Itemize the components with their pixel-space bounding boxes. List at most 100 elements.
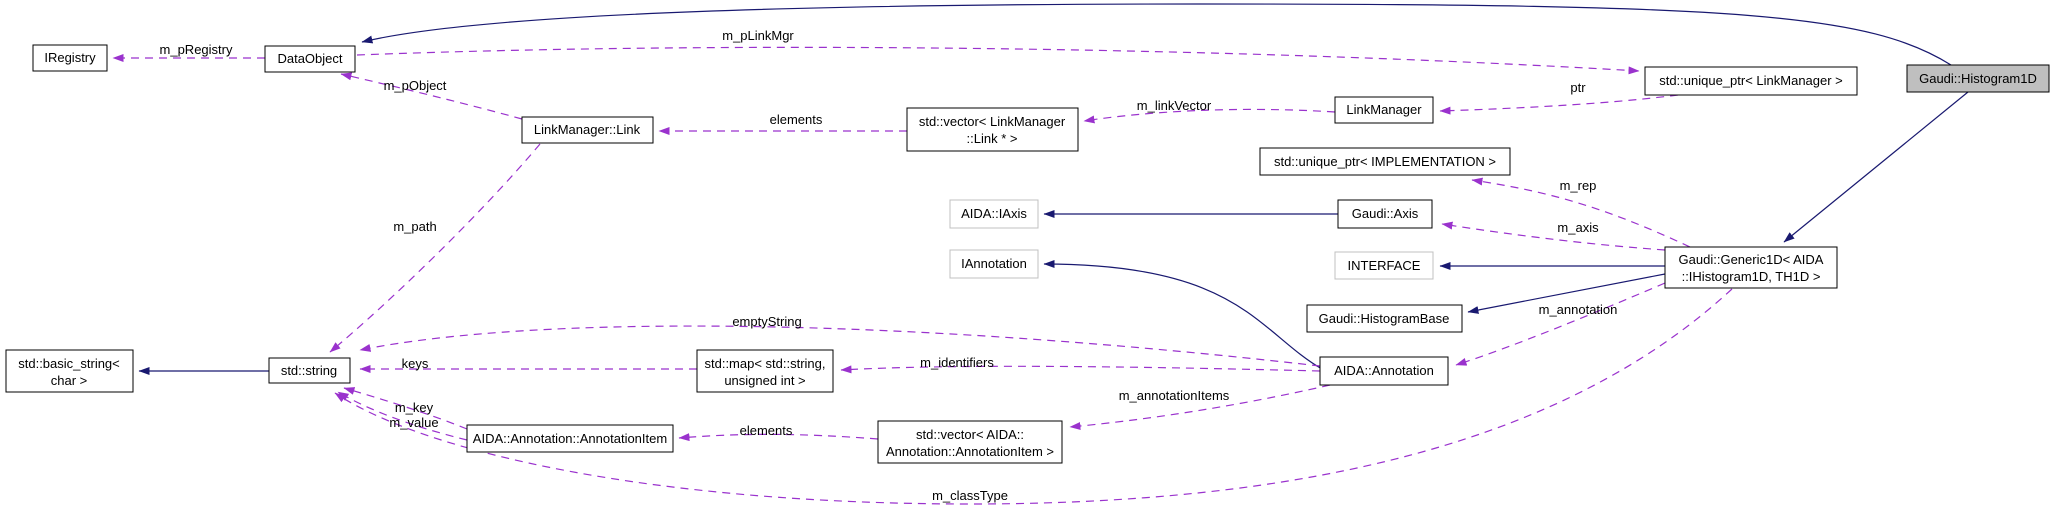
edge-histogram1d-generic1d [1783,91,1969,243]
edge-label-elements-items: elements [740,423,793,438]
node-box [949,249,1039,279]
edge-label-m-key: m_key [395,400,434,415]
edge-label-keys: keys [402,356,429,371]
edge-histogram1d-dataobject [361,3,1952,66]
node-linkmanager[interactable]: LinkManager [1334,96,1434,124]
node-aida-annotation[interactable]: AIDA::Annotation [1319,356,1449,386]
edge-item-string-mvalue [337,391,468,441]
node-box [1334,251,1434,280]
edge-label-m-annotation: m_annotation [1539,302,1618,317]
node-std-map[interactable]: std::map< std::string, unsigned int > [696,349,834,393]
node-iregistry[interactable]: IRegistry [32,44,108,72]
edge-annotation-vector-items [1069,384,1331,431]
node-label-line1: std::map< std::string, [704,356,825,371]
edge-label-elements-links: elements [770,112,823,127]
node-box [949,199,1039,229]
edge-label-m-value: m_value [389,415,438,430]
node-label: IRegistry [44,50,96,65]
node-box [1906,64,2050,93]
node-interface[interactable]: INTERFACE [1334,251,1434,280]
inheritance-edges [138,3,1969,375]
edge-annotation-map [840,365,1321,374]
node-label: Gaudi::Histogram1D [1919,71,2037,86]
node-label: Gaudi::HistogramBase [1319,311,1450,326]
node-box [5,349,134,393]
edge-generic1d-string-classtype [334,288,1733,505]
edge-label-m-pobject: m_pObject [384,78,447,93]
node-box [521,116,654,144]
edge-label-m-axis: m_axis [1557,220,1599,235]
node-box [906,107,1079,152]
node-box [32,44,108,72]
node-gaudi-histogrambase[interactable]: Gaudi::HistogramBase [1306,304,1463,333]
node-box [1334,96,1434,124]
edge-label-m-classtype: m_classType [932,488,1008,503]
node-gaudi-axis[interactable]: Gaudi::Axis [1337,199,1433,229]
node-iannotation[interactable]: IAnnotation [949,249,1039,279]
node-label-line2: char > [51,373,88,388]
node-unique-ptr-implementation[interactable]: std::unique_ptr< IMPLEMENTATION > [1259,147,1511,176]
node-dataobject[interactable]: DataObject [264,45,356,73]
node-vector-linkmanager-link[interactable]: std::vector< LinkManager ::Link * > [906,107,1079,152]
node-label: std::unique_ptr< LinkManager > [1659,73,1843,88]
edge-label-m-plinkmgr: m_pLinkMgr [722,28,794,43]
node-aida-iaxis[interactable]: AIDA::IAxis [949,199,1039,229]
usage-edges [112,46,1733,505]
edge-item-string-mkey [343,387,468,430]
edge-generic1d-axis [1441,221,1666,251]
edge-vector-items-item [678,433,879,442]
edge-label-m-path: m_path [393,219,436,234]
node-label: AIDA::Annotation [1334,363,1434,378]
node-annotation-item[interactable]: AIDA::Annotation::AnnotationItem [466,424,674,453]
edge-label-m-rep: m_rep [1560,178,1597,193]
node-label-line1: std::vector< LinkManager [919,114,1066,129]
node-box [1259,147,1511,176]
node-label: AIDA::IAxis [961,206,1027,221]
node-label-line1: std::vector< AIDA:: [916,427,1024,442]
node-box [1306,304,1463,333]
edge-linkmanager-vector [1083,108,1336,124]
node-label: std::string [281,363,337,378]
node-label-line2: unsigned int > [724,373,805,388]
edge-generic1d-histogrambase [1467,273,1666,314]
node-linkmanager-link[interactable]: LinkManager::Link [521,116,654,144]
edge-label-m-annotationitems: m_annotationItems [1119,388,1230,403]
node-label-line2: Annotation::AnnotationItem > [886,444,1054,459]
node-box [877,420,1063,464]
edge-uniqueptr-linkmanager [1439,94,1679,115]
node-gaudi-histogram1d[interactable]: Gaudi::Histogram1D [1906,64,2050,93]
edge-dataobject-uniqueptr-linkmgr [356,46,1640,75]
node-label: INTERFACE [1348,258,1421,273]
node-std-basic-string[interactable]: std::basic_string< char > [5,349,134,393]
node-gaudi-generic1d[interactable]: Gaudi::Generic1D< AIDA ::IHistogram1D, T… [1664,246,1838,289]
node-box [1664,246,1838,289]
node-box [1319,356,1449,386]
node-box [268,357,351,384]
node-label: IAnnotation [961,256,1027,271]
node-label: DataObject [277,51,342,66]
node-label: LinkManager [1346,102,1422,117]
node-label-line2: ::Link * > [967,131,1018,146]
edge-annotation-string-emptystring [359,325,1321,367]
node-box [696,349,834,393]
edge-link-string [329,143,541,353]
node-label-line2: ::IHistogram1D, TH1D > [1682,269,1821,284]
edge-annotation-iannotation [1043,260,1323,370]
edge-label-ptr: ptr [1570,80,1586,95]
edge-label-emptystring: emptyString [732,314,801,329]
node-std-string[interactable]: std::string [268,357,351,384]
node-label-line1: Gaudi::Generic1D< AIDA [1679,252,1824,267]
edge-label-m-identifiers: m_identifiers [920,355,994,370]
node-box [1644,66,1858,96]
node-box [1337,199,1433,229]
edge-labels: m_pRegistry m_pLinkMgr m_pObject element… [160,28,1618,503]
node-unique-ptr-linkmanager[interactable]: std::unique_ptr< LinkManager > [1644,66,1858,96]
node-vector-annotation-item[interactable]: std::vector< AIDA:: Annotation::Annotati… [877,420,1063,464]
edge-label-m-linkvector: m_linkVector [1137,98,1212,113]
edge-generic1d-uniqueptr-impl [1471,177,1691,248]
node-label: std::unique_ptr< IMPLEMENTATION > [1274,154,1496,169]
edge-generic1d-annotation [1455,282,1666,366]
node-label: LinkManager::Link [534,122,641,137]
